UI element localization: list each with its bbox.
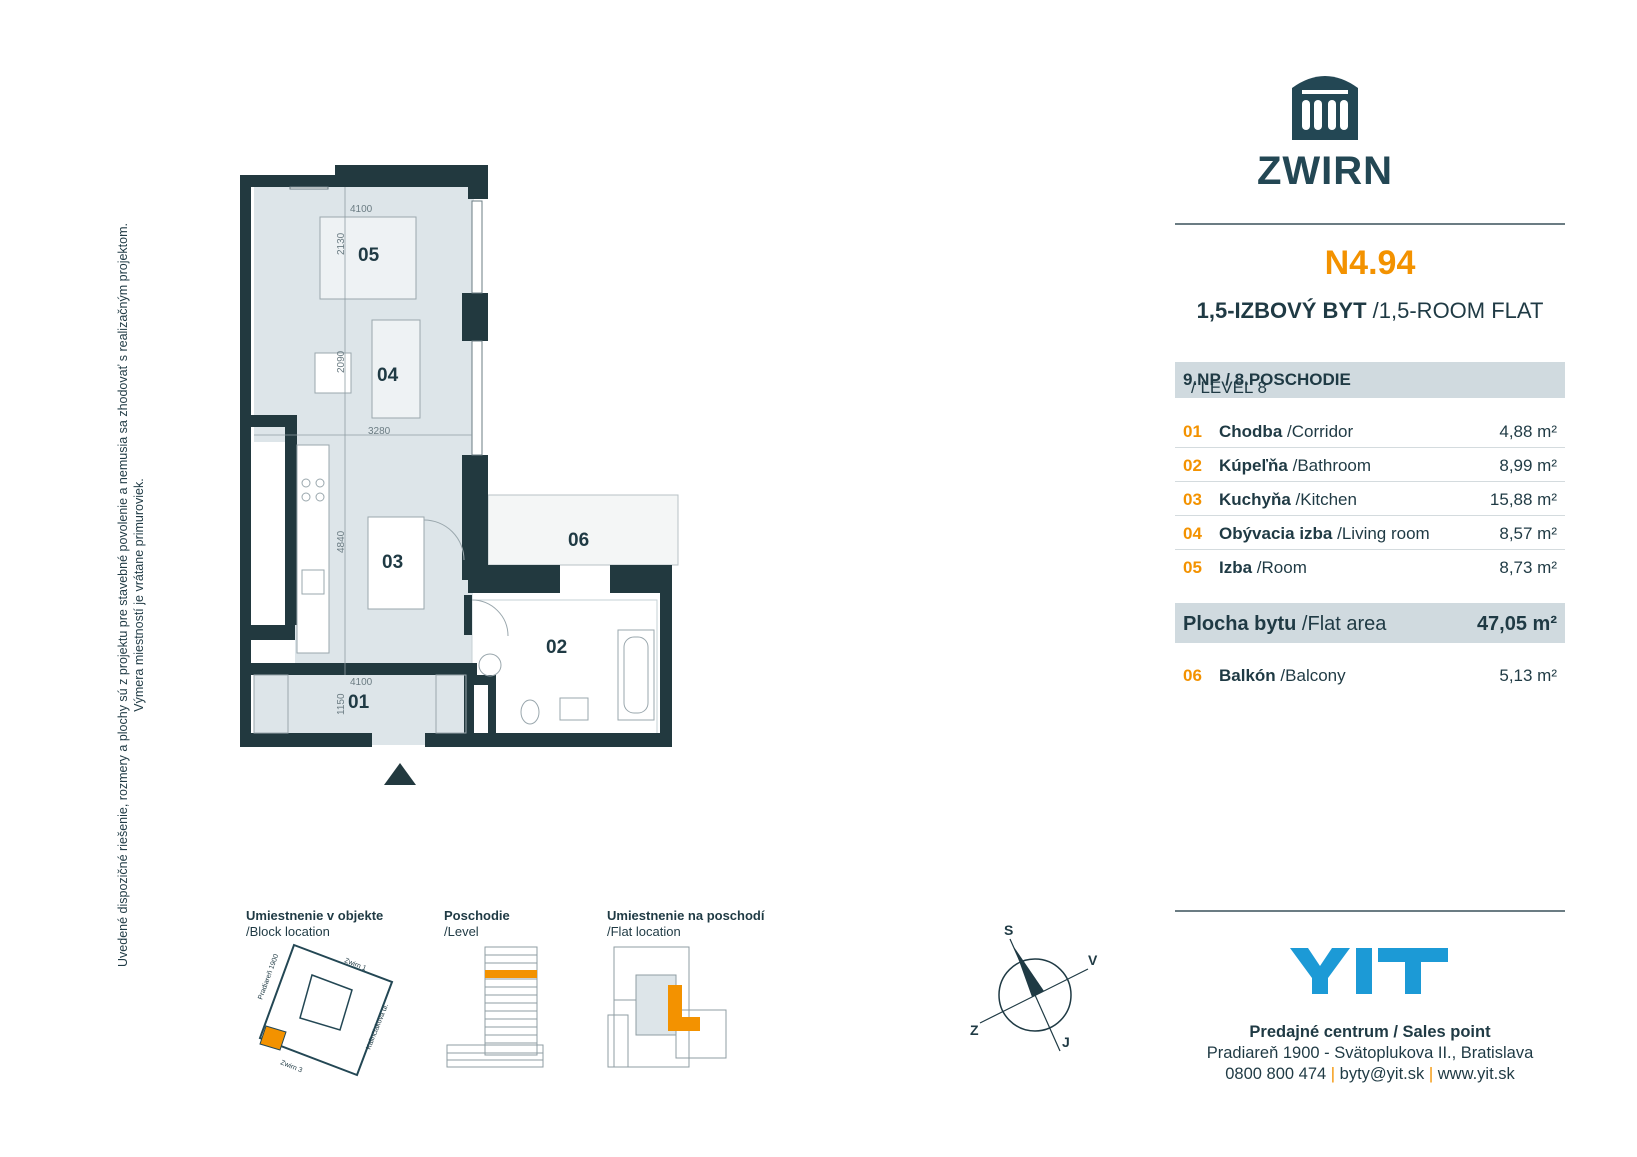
- room-area: 8,57 m²: [1499, 524, 1557, 543]
- room-label-01: 01: [348, 692, 370, 713]
- compass-rose: S V J Z: [970, 925, 1098, 1052]
- block-location-title: Umiestnenie v objekte /Block location: [246, 908, 384, 939]
- unit-type-sk: 1,5-IZBOVÝ BYT: [1196, 298, 1367, 323]
- flat-area-bar: Plocha bytu /Flat area 47,05 m²: [1175, 603, 1565, 643]
- room-area: 5,13 m²: [1499, 666, 1557, 685]
- room-name-en: /Corridor: [1287, 422, 1354, 441]
- sales-contacts: 0800 800 474 | byty@yit.sk | www.yit.sk: [1175, 1064, 1565, 1085]
- room-row: 05 Izba /Room 8,73 m²: [1175, 550, 1565, 583]
- brand-logo: ZWIRN: [1230, 70, 1420, 194]
- level-en: / LEVEL 8: [1191, 378, 1267, 397]
- yit-logo: [1290, 948, 1448, 994]
- dim-room01-width: 4100: [350, 677, 373, 688]
- room-area: 8,73 m²: [1499, 558, 1557, 577]
- sales-website[interactable]: www.yit.sk: [1437, 1065, 1515, 1083]
- dim-room03-depth: 4840: [336, 530, 347, 553]
- disclaimer: Uvedené dispozičné riešenie, rozmery a p…: [115, 215, 147, 975]
- street-label: Zwirn 3: [279, 1059, 303, 1074]
- room-name-sk: Chodba: [1219, 422, 1283, 441]
- room-area: 4,88 m²: [1499, 422, 1557, 441]
- brand-name: ZWIRN: [1256, 149, 1394, 193]
- building-arches-icon: [1292, 76, 1358, 140]
- room-name-sk: Izba: [1219, 558, 1253, 577]
- floor-plan: 4100 2130 2090 3280 4840 4100 1150 05 04…: [240, 165, 679, 785]
- unit-type: 1,5-IZBOVÝ BYT /1,5-ROOM FLAT: [1175, 298, 1565, 324]
- sales-address: Pradiareň 1900 - Svätoplukova II., Brati…: [1206, 1044, 1534, 1062]
- room-label-02: 02: [546, 637, 567, 658]
- room-label-03: 03: [382, 552, 403, 573]
- room-fill-02: [471, 599, 658, 746]
- flat-location-title: Umiestnenie na poschodí /Flat location: [607, 908, 765, 939]
- level-diagram: [446, 946, 544, 1068]
- dim-room05-width: 4100: [350, 204, 373, 215]
- compass-j: J: [1062, 1034, 1070, 1050]
- room-num: 04: [1183, 524, 1202, 543]
- room-num: 01: [1183, 422, 1202, 441]
- level-sk: 9.NP / 8.POSCHODIE: [1183, 370, 1351, 389]
- level-bar: 9.NP / 8.POSCHODIE / LEVEL 8: [1175, 362, 1565, 398]
- sales-heading: Predajné centrum / Sales point: [1249, 1023, 1491, 1041]
- room-num: 03: [1183, 490, 1202, 509]
- room-name-sk: Obývacia izba: [1219, 524, 1333, 543]
- room-name-en: /Kitchen: [1295, 490, 1357, 509]
- room-row: 01 Chodba /Corridor 4,88 m²: [1175, 414, 1565, 448]
- divider-bottom: [1175, 910, 1565, 912]
- flat-area-value: 47,05 m²: [1476, 613, 1557, 635]
- room-name-en: /Bathroom: [1292, 456, 1372, 475]
- room-row: 06 Balkón /Balcony 5,13 m²: [1175, 658, 1565, 691]
- room-num: 06: [1183, 666, 1202, 685]
- compass-v: V: [1088, 952, 1098, 968]
- flat-area-label-en: /Flat area: [1301, 613, 1387, 635]
- dim-room01-depth: 1150: [336, 693, 347, 715]
- compass-z: Z: [970, 1022, 979, 1038]
- room-row: 02 Kúpeľňa /Bathroom 8,99 m²: [1175, 448, 1565, 482]
- separator: |: [1330, 1065, 1336, 1083]
- sales-point: Predajné centrum / Sales point Pradiareň…: [1175, 1022, 1565, 1085]
- room-num: 02: [1183, 456, 1202, 475]
- room-name-en: /Room: [1256, 558, 1307, 577]
- compass-s: S: [1004, 925, 1013, 938]
- room-label-05: 05: [358, 245, 380, 266]
- room-name-sk: Balkón: [1219, 666, 1276, 685]
- flat-location-map: [607, 946, 727, 1068]
- dim-room04-width: 3280: [368, 426, 391, 437]
- disclaimer-line-1: Uvedené dispozičné riešenie, rozmery a p…: [116, 223, 130, 967]
- disclaimer-line-2: Výmera miestností je vrátane primuroviek…: [132, 478, 146, 712]
- north-needle-icon: [1014, 947, 1044, 997]
- furniture: [253, 187, 655, 734]
- flat-area-label-sk: Plocha bytu: [1183, 613, 1297, 635]
- room-area: 8,99 m²: [1499, 456, 1557, 475]
- room-name-sk: Kuchyňa: [1219, 490, 1291, 509]
- room-name-en: /Balcony: [1280, 666, 1346, 685]
- room-name-en: /Living room: [1337, 524, 1430, 543]
- entrance-arrow-icon: [384, 763, 416, 785]
- separator: |: [1428, 1065, 1434, 1083]
- room-row: 03 Kuchyňa /Kitchen 15,88 m²: [1175, 482, 1565, 516]
- room-num: 05: [1183, 558, 1202, 577]
- room-row: 04 Obývacia izba /Living room 8,57 m²: [1175, 516, 1565, 550]
- windows: [289, 186, 483, 456]
- block-location-map: Zwirn 1 Pradiareň 1900 Kalinčiakova ul. …: [257, 943, 394, 1077]
- room-label-06: 06: [568, 530, 589, 551]
- room-label-04: 04: [377, 365, 399, 386]
- room-name-sk: Kúpeľňa: [1219, 456, 1288, 475]
- walls: [240, 165, 672, 747]
- unit-code: N4.94: [1324, 244, 1416, 282]
- dim-room05-depth: 2130: [336, 232, 347, 255]
- room-table: 01 Chodba /Corridor 4,88 m² 02 Kúpeľňa /Bat…: [1175, 414, 1565, 583]
- room-area: 15,88 m²: [1489, 490, 1557, 509]
- sales-email[interactable]: byty@yit.sk: [1339, 1065, 1425, 1083]
- sales-phone[interactable]: 0800 800 474: [1225, 1065, 1327, 1083]
- dim-room04-depth: 2090: [336, 350, 347, 373]
- level-title: Poschodie /Level: [444, 908, 510, 939]
- divider-top: [1175, 223, 1565, 225]
- unit-type-en: /1,5-ROOM FLAT: [1372, 298, 1544, 323]
- balcony-row: 06 Balkón /Balcony 5,13 m²: [1175, 658, 1565, 691]
- room-fill-06: [487, 494, 679, 566]
